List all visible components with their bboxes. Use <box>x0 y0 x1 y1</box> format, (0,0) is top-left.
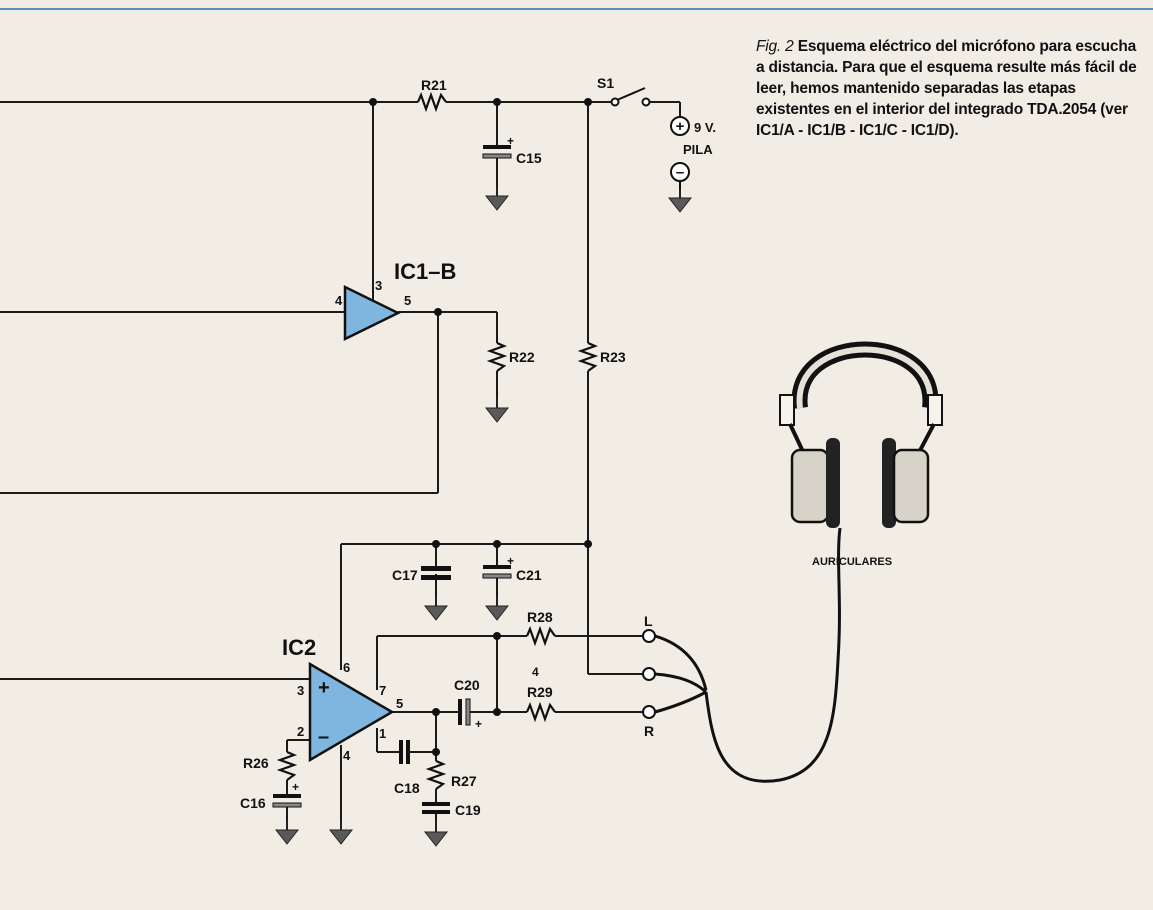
chip-label-ic1b: IC1–B <box>394 259 456 284</box>
jack-label-right: R <box>644 723 654 739</box>
capacitors <box>272 145 512 814</box>
resistors <box>276 91 599 790</box>
svg-text:+: + <box>507 554 514 568</box>
resistor-r23 <box>577 341 599 372</box>
label-c15: C15 <box>516 150 542 166</box>
resistor-r28 <box>525 625 556 647</box>
headphones-label: AURICULARES <box>812 556 892 568</box>
component-labels: R21 C15 S1 R22 R23 C17 C21 R28 C20 R29 C… <box>240 75 626 818</box>
capacitor-c17 <box>421 566 451 580</box>
svg-text:3: 3 <box>375 278 382 293</box>
polarity-marks: + + + + <box>292 134 514 794</box>
resistor-r22 <box>486 341 508 372</box>
wires <box>0 101 681 826</box>
capacitor-c21 <box>482 565 512 579</box>
battery-pila: + – 9 V. PILA <box>670 116 716 190</box>
battery-voltage-label: 9 V. <box>694 120 716 135</box>
resistor-r27 <box>425 759 447 790</box>
junctions <box>369 98 592 756</box>
caption-text: Esquema eléctrico del micrófono para esc… <box>756 38 1137 139</box>
label-r26: R26 <box>243 755 269 771</box>
top-rule <box>0 8 1153 10</box>
svg-text:7: 7 <box>379 683 386 698</box>
svg-text:–: – <box>676 164 684 181</box>
label-c17: C17 <box>392 567 418 583</box>
switch-s1 <box>610 87 651 107</box>
resistor-r21 <box>416 91 447 113</box>
label-c16: C16 <box>240 795 266 811</box>
svg-text:+: + <box>475 717 482 731</box>
jack-ground-terminal <box>642 667 656 681</box>
figure-caption: Fig. 2 Esquema eléctrico del micrófono p… <box>756 36 1146 141</box>
resistor-r29 <box>525 701 556 723</box>
headphones-illustration <box>779 341 943 528</box>
jack-left-terminal <box>642 629 656 643</box>
battery-plus-terminal <box>670 116 690 136</box>
jack-label-left: L <box>644 613 653 629</box>
capacitor-c16 <box>272 794 302 808</box>
svg-text:5: 5 <box>404 293 411 308</box>
label-c21: C21 <box>516 567 542 583</box>
capacitor-c19 <box>422 802 450 814</box>
headphone-cable <box>654 527 842 783</box>
label-r29: R29 <box>527 684 553 700</box>
label-s1: S1 <box>597 75 614 91</box>
svg-text:+: + <box>507 134 514 148</box>
label-r27: R27 <box>451 773 477 789</box>
label-r22: R22 <box>509 349 535 365</box>
figure-number: Fig. 2 <box>756 38 794 55</box>
ground-symbols <box>275 185 692 847</box>
svg-text:6: 6 <box>343 660 350 675</box>
svg-text:1: 1 <box>379 726 386 741</box>
label-r21: R21 <box>421 77 447 93</box>
capacitor-c15 <box>482 145 512 159</box>
svg-text:4: 4 <box>343 748 351 763</box>
capacitor-c18 <box>399 740 410 764</box>
label-c18: C18 <box>394 780 420 796</box>
svg-text:2: 2 <box>297 724 304 739</box>
label-c20: C20 <box>454 677 480 693</box>
label-r28: R28 <box>527 609 553 625</box>
label-c19: C19 <box>455 802 481 818</box>
pin-numbers: 3 4 5 6 3 2 7 5 1 4 <box>297 278 411 763</box>
label-r23: R23 <box>600 349 626 365</box>
svg-text:+: + <box>292 780 299 794</box>
capacitor-c20 <box>458 698 471 726</box>
svg-text:+: + <box>318 677 330 699</box>
jack-stray-mark: 4 <box>532 665 539 679</box>
svg-text:3: 3 <box>297 683 304 698</box>
svg-text:4: 4 <box>335 293 343 308</box>
jack-right-terminal <box>642 705 656 719</box>
svg-text:–: – <box>318 726 329 748</box>
svg-text:+: + <box>676 118 685 135</box>
jack-terminals <box>642 629 656 719</box>
opamp-ic2: + – <box>308 661 395 763</box>
resistor-r26 <box>276 750 298 781</box>
svg-text:5: 5 <box>396 696 403 711</box>
chip-label-ic2: IC2 <box>282 635 316 660</box>
opamp-ic1b <box>343 284 401 342</box>
battery-pila-label: PILA <box>683 142 713 157</box>
